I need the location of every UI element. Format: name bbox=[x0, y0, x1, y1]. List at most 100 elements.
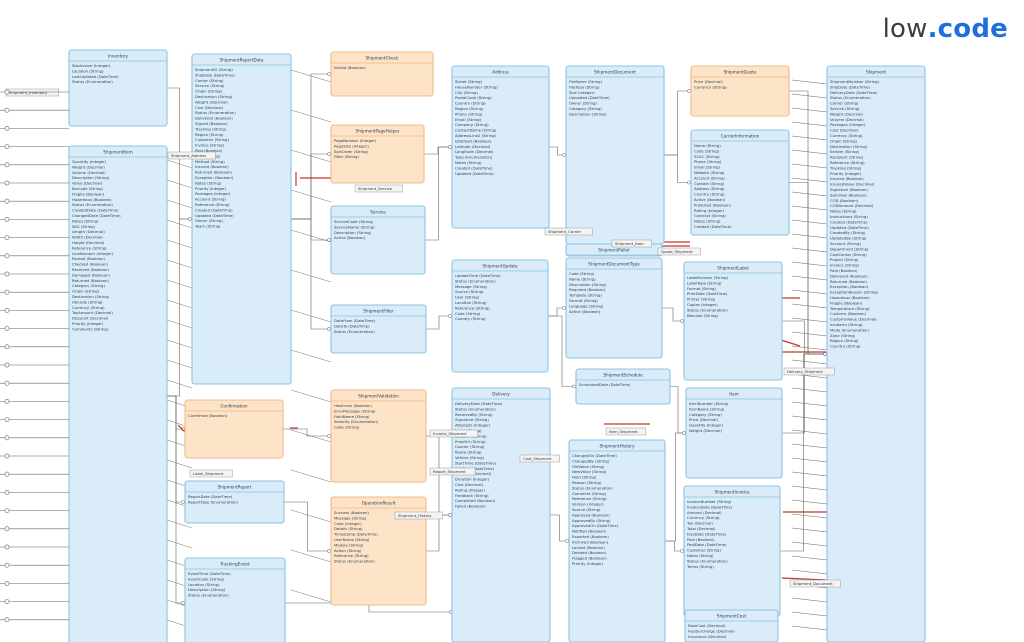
association-line bbox=[166, 279, 193, 289]
entity-attribute: Route (String) bbox=[455, 450, 482, 455]
entity-attribute: LineNumber (Integer) bbox=[72, 251, 114, 256]
association-label[interactable]: Shipment_Item bbox=[611, 239, 652, 248]
entity-title: Service bbox=[370, 210, 386, 215]
entity-attribute: Packed (Boolean) bbox=[72, 256, 105, 261]
entity-attribute: Notified (Boolean) bbox=[572, 529, 607, 534]
entity-attribute: Preferred (Boolean) bbox=[694, 202, 731, 207]
entity-attribute: Height (Decimal) bbox=[72, 240, 105, 245]
entity-attribute: Created (DateTime) bbox=[694, 224, 732, 229]
association-line bbox=[791, 457, 828, 463]
association-label-text: Shipment_Address bbox=[171, 153, 206, 158]
entity-attribute: Vehicle (String) bbox=[455, 455, 485, 460]
connector-stub-endpoint bbox=[4, 271, 10, 277]
entity-attribute: Destination (String) bbox=[830, 144, 868, 149]
association-end-marker bbox=[687, 89, 691, 93]
association-label[interactable]: Delivery_Shipment bbox=[783, 367, 835, 376]
association-line bbox=[283, 428, 331, 437]
association-label-text: Shipment_Inventory bbox=[9, 90, 48, 95]
entity-attribute: Timestamp (DateTime) bbox=[333, 532, 378, 537]
entity-attribute: Barcode (String) bbox=[687, 313, 719, 318]
entity-attribute: SKU (String) bbox=[72, 224, 96, 229]
entity-title: Delivery bbox=[492, 392, 510, 397]
association-line bbox=[166, 319, 193, 329]
entity-title: ShipmentReport bbox=[218, 485, 252, 490]
association-label[interactable]: Shipment_Inventory bbox=[5, 88, 59, 97]
entity-attribute: Returned (Boolean) bbox=[195, 170, 232, 175]
entity-title: ShipmentCheck bbox=[366, 56, 400, 61]
entity-attribute: Delivered (Boolean) bbox=[830, 273, 868, 278]
association-label[interactable]: Item_Shipment bbox=[605, 427, 646, 436]
connector-stub-endpoint bbox=[4, 162, 10, 168]
association-line bbox=[791, 513, 828, 519]
entity-attribute: ChangedDate (DateTime) bbox=[72, 213, 121, 218]
association-line bbox=[290, 469, 332, 483]
entity-attribute: Signed (Boolean) bbox=[195, 121, 228, 126]
association-line bbox=[791, 331, 828, 337]
association-labels: Shipment_InventoryShipment_AddressShipme… bbox=[5, 88, 841, 588]
entity-attribute: Email (String) bbox=[694, 165, 721, 170]
entity-frame bbox=[68, 145, 168, 642]
entity-attribute: Status (Enumeration) bbox=[687, 558, 728, 563]
association-line bbox=[791, 499, 828, 505]
entity-attribute: Length (Decimal) bbox=[72, 229, 105, 234]
association-label[interactable]: Label_Shipment bbox=[189, 469, 233, 478]
connector-stub-endpoint bbox=[4, 599, 10, 604]
entity-attribute: Country (String) bbox=[455, 316, 486, 321]
association-label[interactable]: Shipment_Document bbox=[789, 579, 841, 588]
entity-attribute: Customs (Boolean) bbox=[830, 311, 867, 316]
association-label[interactable]: Cost_Shipment bbox=[519, 454, 560, 463]
entity-attribute: Owner (String) bbox=[195, 218, 223, 223]
entity-attribute: Format (String) bbox=[687, 286, 716, 291]
association-label[interactable]: Shipment_History bbox=[394, 511, 443, 520]
entity-attribute: Status (Enumeration) bbox=[188, 593, 229, 598]
entity-attribute: Insured (Boolean) bbox=[195, 164, 229, 169]
entity-attribute: Reference (String) bbox=[830, 160, 865, 165]
entity-attribute: StockLevel (Integer) bbox=[72, 63, 111, 68]
entity-attribute: Status (Enumeration) bbox=[195, 110, 236, 115]
entity-attribute: ShipDate (DateTime) bbox=[195, 72, 235, 77]
entity-attribute: CostCenter (String) bbox=[830, 252, 867, 257]
association-label[interactable]: Shipment_Carrier bbox=[544, 227, 593, 236]
association-label[interactable]: Quote_Shipment bbox=[657, 247, 701, 256]
association-label[interactable]: Report_Shipment bbox=[429, 467, 476, 476]
entity-attribute: Format (String) bbox=[569, 298, 598, 303]
entity-attribute: Updated (DateTime) bbox=[455, 171, 494, 176]
entity-attribute: Completed (Boolean) bbox=[455, 498, 496, 503]
entity-attribute: Longitude (Decimal) bbox=[455, 149, 494, 154]
association-label[interactable]: Invoice_Shipment bbox=[429, 429, 478, 438]
entity-title: ShipmentUpdate bbox=[482, 264, 518, 269]
entity-attribute: CODAmount (Decimal) bbox=[830, 203, 874, 208]
association-lines bbox=[166, 69, 828, 631]
entity-attribute: ApprovedBy (String) bbox=[572, 518, 611, 523]
association-line bbox=[425, 146, 452, 241]
association-label[interactable]: Shipment_Service bbox=[354, 184, 403, 193]
association-label[interactable]: Shipment_Address bbox=[167, 151, 216, 160]
entity-attribute: Invoice (String) bbox=[195, 143, 225, 148]
